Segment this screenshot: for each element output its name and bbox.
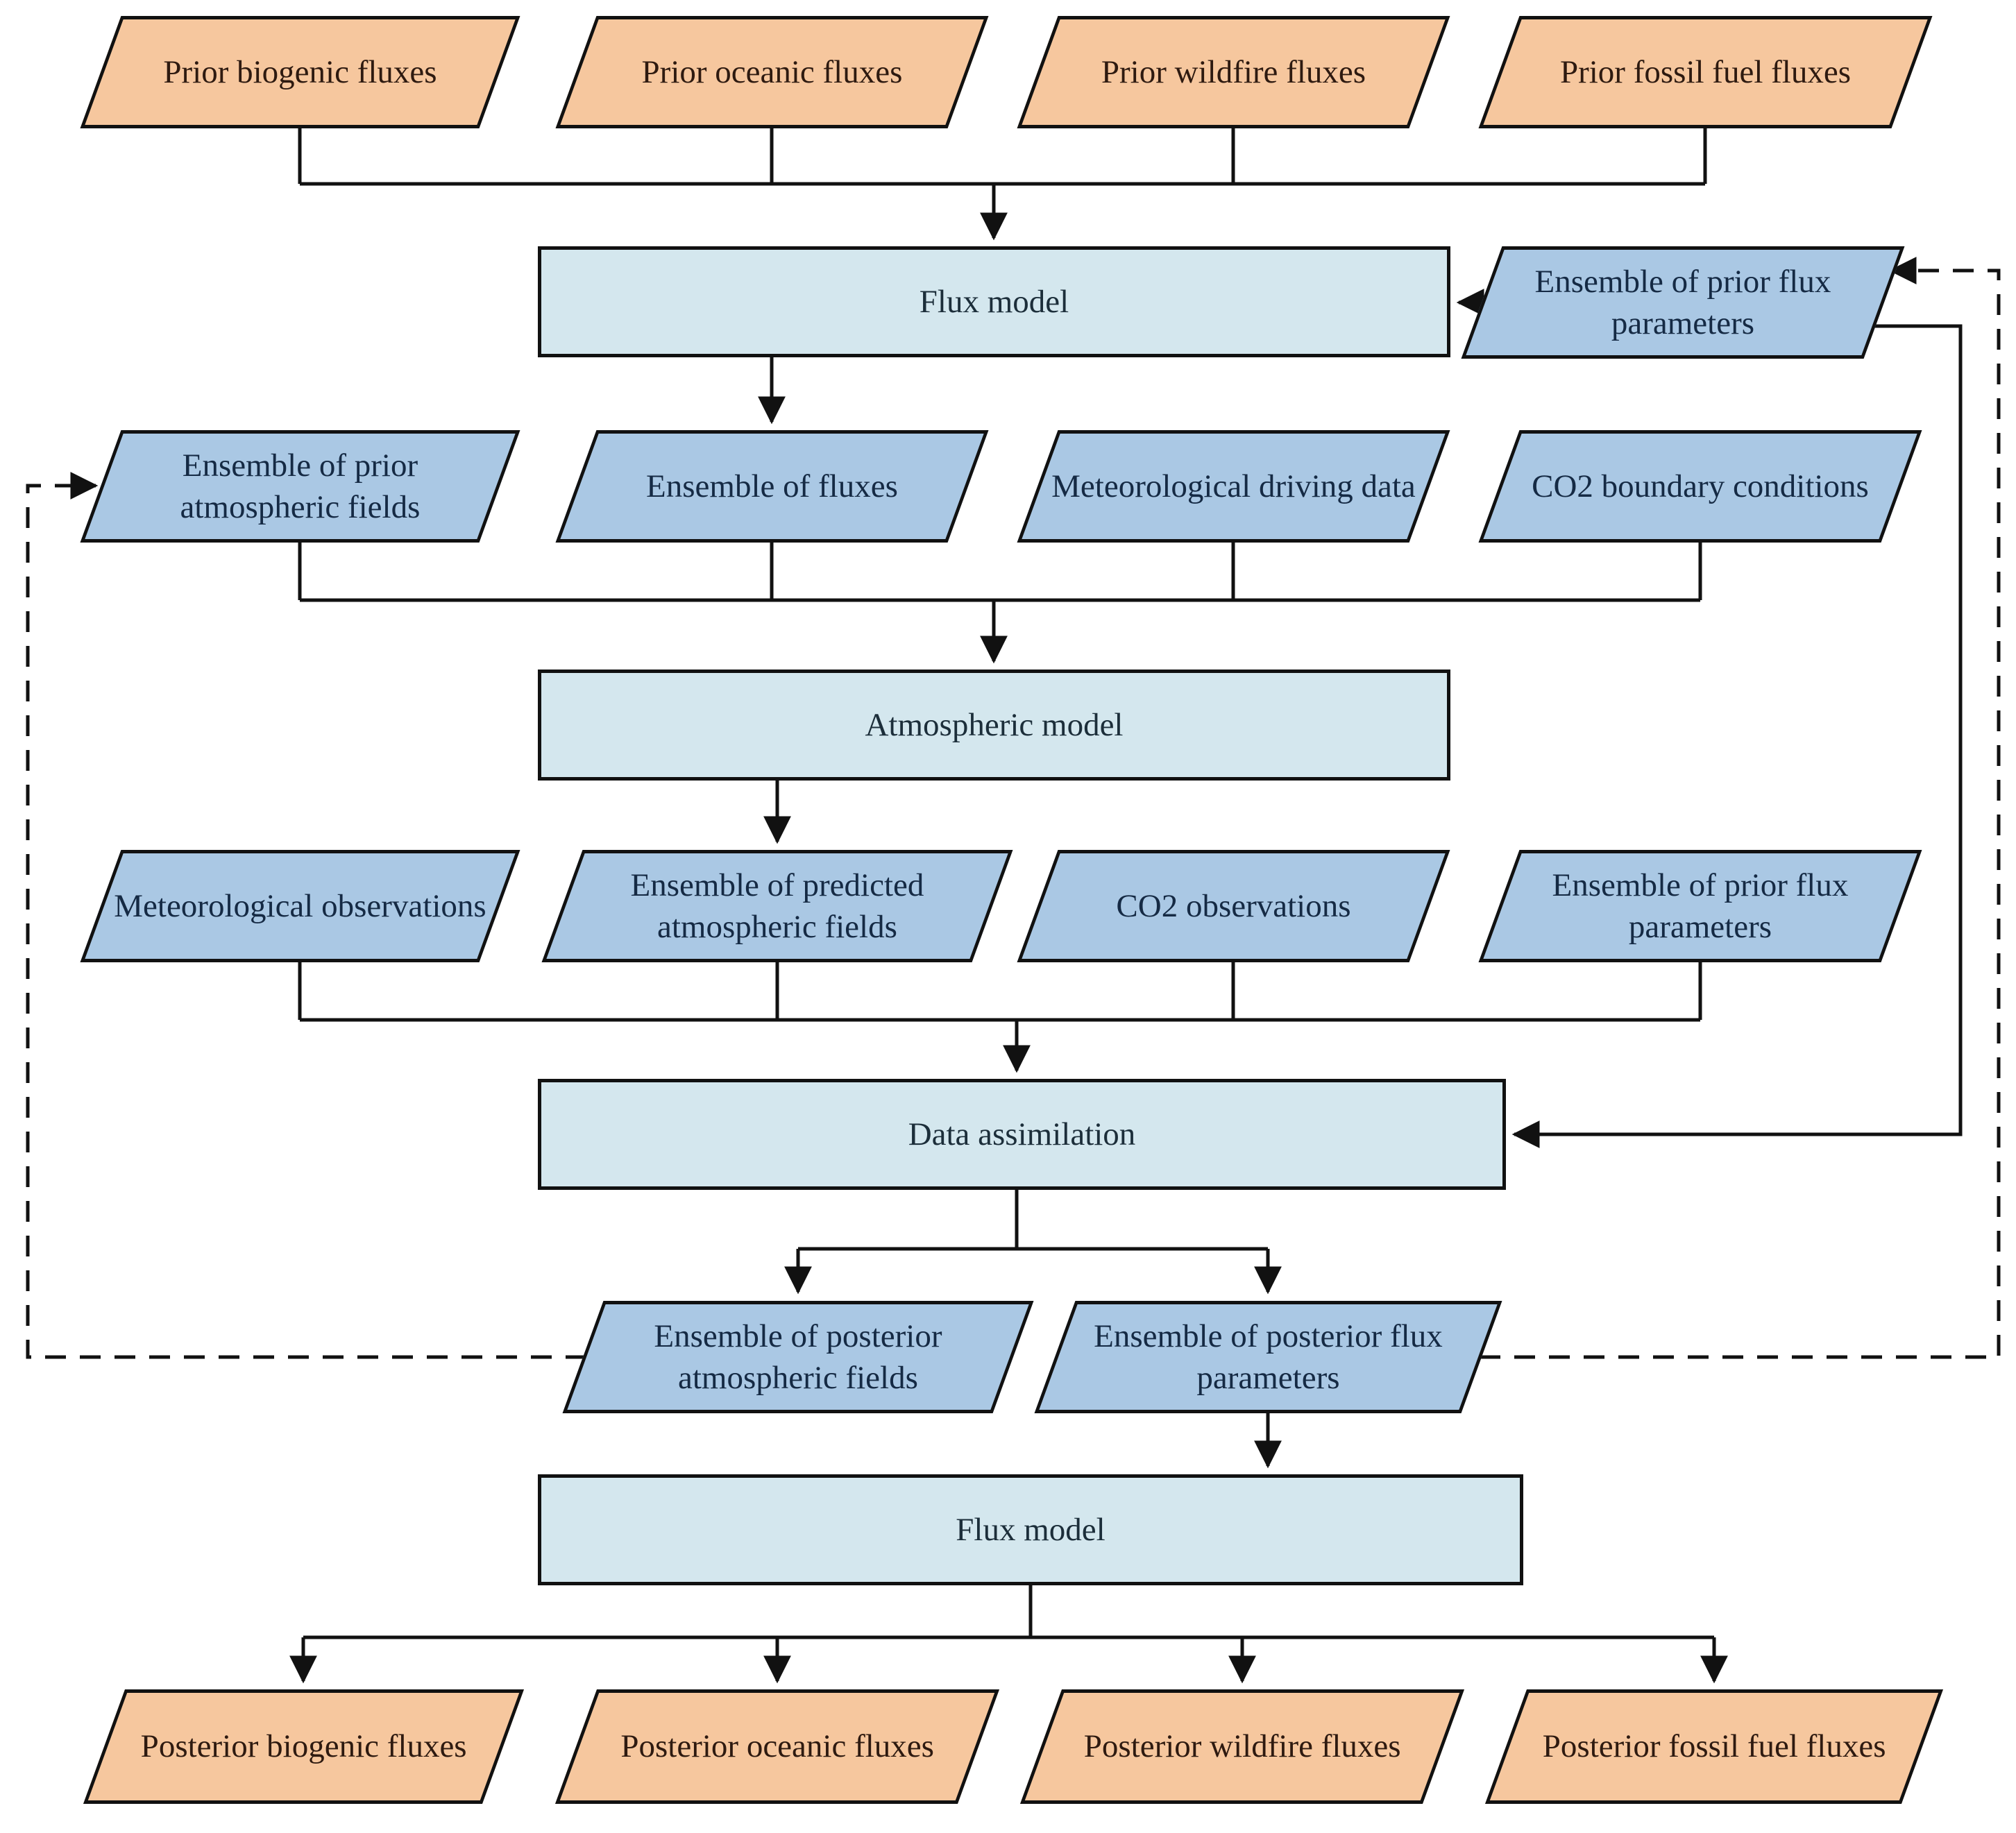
node-prior-biogenic-fluxes: Prior biogenic fluxes: [80, 16, 520, 128]
node-label: Meteorological driving data: [1051, 468, 1416, 504]
node-label: Data assimilation: [908, 1116, 1136, 1152]
node-prior-oceanic-fluxes: Prior oceanic fluxes: [555, 16, 989, 128]
node-ensemble-posterior-flux-parameters: Ensemble of posterior flux parameters: [1034, 1301, 1502, 1413]
node-co2-boundary-conditions: CO2 boundary conditions: [1478, 430, 1922, 543]
node-posterior-biogenic-fluxes: Posterior biogenic fluxes: [83, 1689, 525, 1804]
node-posterior-wildfire-fluxes: Posterior wildfire fluxes: [1019, 1689, 1465, 1804]
node-label: Ensemble of prior atmospheric fields: [180, 447, 421, 525]
node-label: Prior oceanic fluxes: [641, 53, 903, 90]
node-label: Ensemble of prior flux parameters: [1552, 867, 1849, 945]
node-label: Flux model: [956, 1511, 1106, 1548]
dashed-loop-posterior-to-prior-atm-fields: [26, 472, 586, 1359]
node-label: Posterior wildfire fluxes: [1083, 1728, 1401, 1765]
node-ensemble-prior-atmospheric-fields: Ensemble of prior atmospheric fields: [80, 430, 520, 543]
node-label: Ensemble of posterior atmospheric fields: [654, 1318, 942, 1396]
arrow-params-into-assimilation: [1511, 324, 1963, 1148]
dashed-loop-posterior-to-prior-flux-params: [1480, 257, 2001, 1359]
node-prior-fossil-fuel-fluxes: Prior fossil fuel fluxes: [1478, 16, 1933, 128]
node-label: CO2 boundary conditions: [1532, 468, 1869, 504]
node-label: Prior fossil fuel fluxes: [1559, 53, 1852, 90]
node-label: CO2 observations: [1116, 887, 1351, 924]
node-label: Ensemble of prior flux parameters: [1534, 263, 1831, 341]
node-label: Flux model: [919, 283, 1069, 320]
node-label: Meteorological observations: [114, 887, 486, 924]
node-label: Atmospheric model: [865, 706, 1124, 743]
node-meteorological-driving-data: Meteorological driving data: [1017, 430, 1450, 543]
node-ensemble-prior-flux-parameters-top: Ensemble of prior flux parameters: [1461, 246, 1905, 359]
node-label: Posterior biogenic fluxes: [140, 1728, 467, 1765]
node-label: Ensemble of posterior flux parameters: [1094, 1318, 1443, 1396]
node-label: Prior wildfire fluxes: [1101, 53, 1366, 90]
node-ensemble-of-fluxes: Ensemble of fluxes: [555, 430, 989, 543]
node-posterior-fossil-fuel-fluxes: Posterior fossil fuel fluxes: [1484, 1689, 1944, 1804]
node-flux-model-bottom: Flux model: [538, 1474, 1523, 1585]
node-posterior-oceanic-fluxes: Posterior oceanic fluxes: [554, 1689, 1000, 1804]
node-data-assimilation: Data assimilation: [538, 1079, 1506, 1190]
node-label: Posterior fossil fuel fluxes: [1542, 1728, 1886, 1765]
node-ensemble-posterior-atmospheric-fields: Ensemble of posterior atmospheric fields: [562, 1301, 1034, 1413]
node-ensemble-prior-flux-parameters-mid: Ensemble of prior flux parameters: [1478, 850, 1922, 962]
node-prior-wildfire-fluxes: Prior wildfire fluxes: [1017, 16, 1450, 128]
node-ensemble-predicted-atmospheric-fields: Ensemble of predicted atmospheric fields: [541, 850, 1013, 962]
node-label: Ensemble of predicted atmospheric fields: [630, 867, 924, 945]
node-flux-model-top: Flux model: [538, 246, 1450, 357]
node-atmospheric-model: Atmospheric model: [538, 670, 1450, 781]
node-meteorological-observations: Meteorological observations: [80, 850, 520, 962]
node-co2-observations: CO2 observations: [1017, 850, 1450, 962]
node-label: Posterior oceanic fluxes: [620, 1728, 934, 1765]
node-label: Ensemble of fluxes: [646, 468, 898, 504]
node-label: Prior biogenic fluxes: [163, 53, 437, 90]
